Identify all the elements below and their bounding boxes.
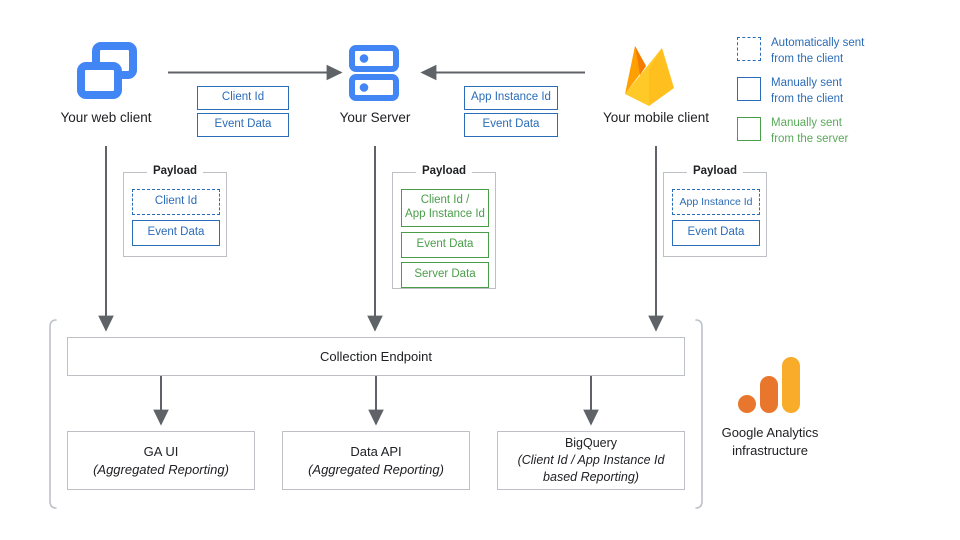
payload-mobile-client: Payload App Instance Id Event Data [663, 165, 767, 257]
google-analytics-bars-icon [736, 356, 804, 418]
payload-item-id-line1: Client Id / [420, 194, 470, 207]
output-bigquery-title: BigQuery [564, 436, 618, 451]
output-box-data-api: Data API (Aggregated Reporting) [282, 431, 470, 490]
legend-label-manual-server-line1: Manually sent [771, 117, 842, 129]
output-ga-ui-title: GA UI [143, 443, 179, 459]
legend-label-manual-client-line2: from the client [771, 92, 844, 105]
legend-swatch-automatic-client [737, 37, 761, 61]
infrastructure-caption: Google Analytics infrastructure [695, 424, 845, 459]
payload-item-app-instance-id: App Instance Id [672, 189, 760, 215]
payload-item-event-data-server: Event Data [401, 232, 489, 258]
payload-item-client-or-app-instance-id: Client Id / App Instance Id [401, 189, 489, 227]
server-racks-icon [348, 45, 402, 105]
output-ga-ui-subtitle: (Aggregated Reporting) [93, 461, 229, 477]
transport-chip-event-data-right: Event Data [464, 113, 558, 137]
payload-item-client-id: Client Id [132, 189, 220, 215]
infrastructure-caption-line1: Google Analytics [721, 425, 819, 440]
payload-item-server-data: Server Data [401, 262, 489, 288]
legend-swatch-manual-server [737, 117, 761, 141]
infrastructure-caption-line2: infrastructure [732, 442, 808, 458]
transport-chip-client-id: Client Id [197, 86, 289, 110]
transport-chip-event-data: Event Data [197, 113, 289, 137]
mobile-client-label: Your mobile client [602, 110, 710, 125]
output-box-ga-ui: GA UI (Aggregated Reporting) [67, 431, 255, 490]
server-label: Your Server [339, 110, 411, 125]
transport-chip-app-instance-id: App Instance Id [464, 86, 558, 110]
output-data-api-title: Data API [350, 443, 402, 459]
legend-label-manual-server-line2: from the server [771, 132, 849, 145]
payload-item-event-data-mobile: Event Data [672, 220, 760, 246]
collection-endpoint-box: Collection Endpoint [67, 337, 685, 376]
payload-web-client: Payload Client Id Event Data [123, 165, 227, 257]
legend-swatch-manual-client [737, 77, 761, 101]
payload-item-id-line2: App Instance Id [405, 208, 485, 220]
legend-label-automatic-client-line2: from the client [771, 52, 844, 65]
firebase-flame-icon [616, 36, 682, 110]
payload-item-event-data: Event Data [132, 220, 220, 246]
output-box-bigquery: BigQuery (Client Id / App Instance Id ba… [497, 431, 685, 490]
web-client-label: Your web client [60, 110, 152, 125]
legend-label-automatic-client-line1: Automatically sent [771, 37, 865, 49]
payload-web-client-title: Payload [146, 165, 204, 177]
output-bigquery-subtitle2: based Reporting) [543, 469, 639, 484]
output-data-api-subtitle: (Aggregated Reporting) [308, 461, 444, 477]
collection-endpoint-label: Collection Endpoint [319, 348, 433, 364]
browser-windows-icon [76, 40, 138, 102]
grouping-bracket-left [49, 319, 57, 509]
grouping-bracket-right [695, 319, 703, 509]
payload-mobile-client-title: Payload [686, 165, 744, 177]
output-bigquery-subtitle: (Client Id / App Instance Id [517, 453, 665, 468]
legend: Automatically sent from the client Manua… [737, 33, 957, 151]
payload-server-title: Payload [415, 165, 473, 177]
legend-label-manual-client-line1: Manually sent [771, 77, 842, 89]
payload-server: Payload Client Id / App Instance Id Even… [392, 165, 496, 289]
